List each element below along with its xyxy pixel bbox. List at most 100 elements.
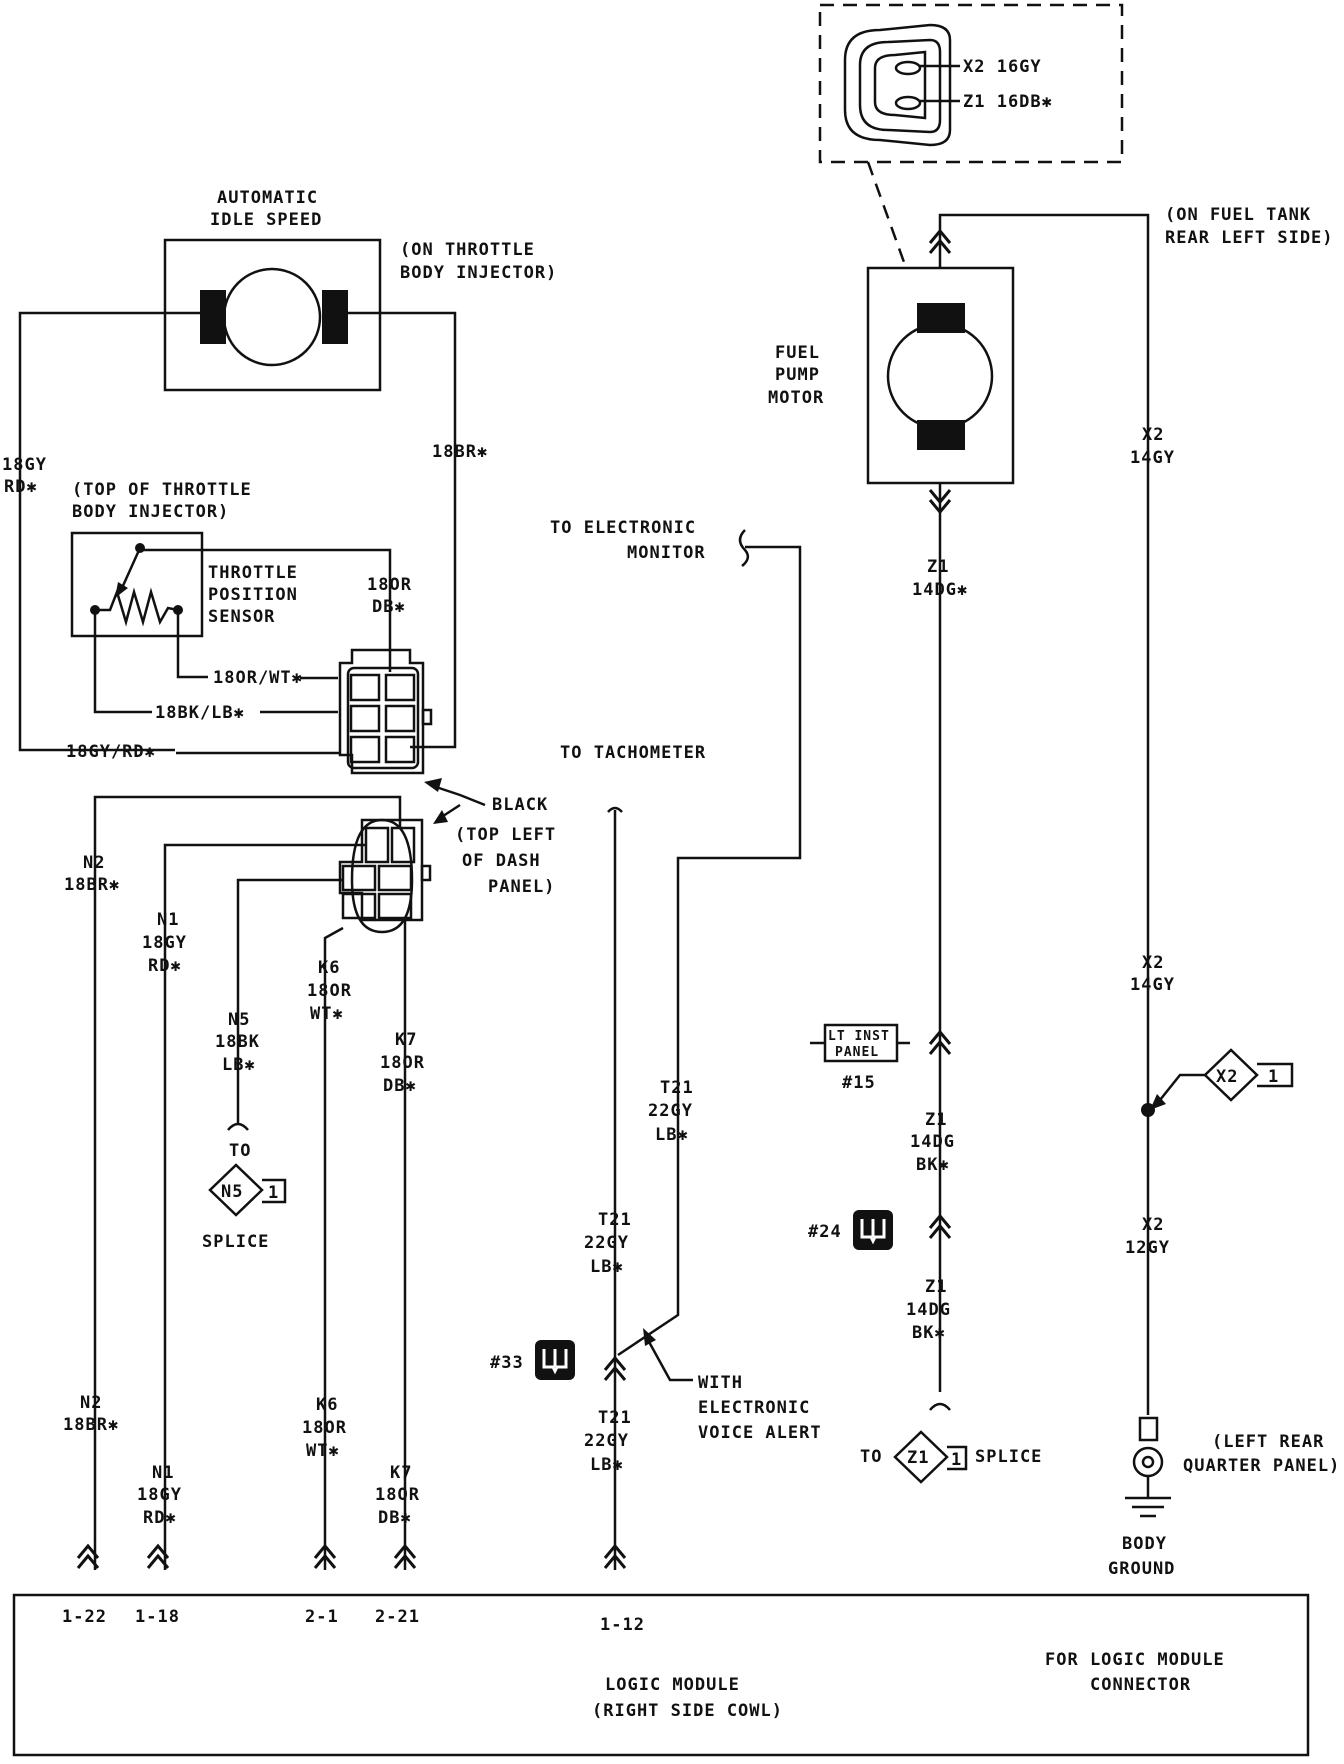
wire-label-18or: 18OR [367,575,412,595]
k7-label-a: K7 [395,1030,417,1050]
k7-lower-c: DB✱ [378,1508,412,1528]
conn-z1-label: Z1 16DB✱ [963,92,1053,112]
pin-1-12: 1-12 [600,1615,645,1635]
tps-ais-connector [338,648,433,775]
ground-label-1: BODY [1122,1534,1167,1554]
wire-18gy-rd [18,311,200,752]
pin-2-1: 2-1 [305,1607,339,1627]
conn-x2-label: X2 16GY [963,57,1042,77]
automatic-idle-speed-motor [163,238,382,392]
n5-label-b: 18BK [215,1032,260,1052]
z1-mid-b: 14DG [910,1132,955,1152]
splice-n5-label: SPLICE [202,1232,269,1252]
z1-mid-c: BK✱ [916,1155,950,1175]
k7-lower-b: 18OR [375,1485,420,1505]
body-ground [1125,1416,1171,1518]
tps-location-1: (TOP OF THROTTLE [72,480,252,500]
t21-upper-b: 22GY [648,1101,693,1121]
x2-splice-id: X2 [1216,1067,1238,1087]
t21-upper-a: T21 [660,1078,694,1098]
z1-low-a: Z1 [925,1277,947,1297]
to-z1-label: TO [860,1447,882,1467]
fpm-label-2: PUMP [775,365,820,385]
z1-low-c: BK✱ [912,1323,946,1343]
evao-3: VOICE ALERT [698,1423,822,1443]
n1-label-a: N1 [157,910,179,930]
z1-mid-a: Z1 [925,1110,947,1130]
x2-low-a: X2 [1142,1215,1164,1235]
n2-lower-a: N2 [80,1393,102,1413]
x2-low-b: 12GY [1125,1238,1170,1258]
tps-label-3: SENSOR [208,607,275,627]
pin-1-22: 1-22 [62,1607,107,1627]
wire-label-18bk-lb: 18BK/LB✱ [155,703,245,723]
tps-label-1: THROTTLE [208,563,298,583]
fpm-label-1: FUEL [775,343,820,363]
wire-to-monitor [617,545,802,1357]
black-connector [338,818,432,934]
fpm-location-1: (ON FUEL TANK [1165,205,1311,225]
splice-n5 [208,1163,287,1217]
wire-label-db: DB✱ [372,597,406,617]
to-n5-label: TO [229,1141,251,1161]
wire-label-18or-wt: 18OR/WT✱ [213,668,303,688]
n5-label-c: LB✱ [222,1055,256,1075]
z1-splice-num: 1 [951,1450,962,1470]
n2-lower-b: 18BR✱ [63,1415,119,1435]
dash-location-3: PANEL) [488,877,555,897]
ais-location-1: (ON THROTTLE [400,240,535,260]
wire-label-18gy-rd: 18GY/RD✱ [66,742,156,762]
t21-lower-c: LB✱ [590,1455,624,1475]
n1-lower-b: 18GY [137,1485,182,1505]
wire-label-18gy: 18GY [2,455,47,475]
n5-splice-num: 1 [268,1183,279,1203]
ref-15: #15 [842,1073,876,1093]
fuel-pump-connector-detail [818,3,1124,164]
n1-lower-c: RD✱ [143,1508,177,1528]
n2-label-b: 18BR✱ [64,875,120,895]
x2-mid-b: 14GY [1130,975,1175,995]
k7-label-c: DB✱ [383,1076,417,1096]
n1-label-c: RD✱ [148,956,182,976]
t21-lower-a: T21 [598,1408,632,1428]
ref-24: #24 [808,1222,842,1242]
z1-low-b: 14DG [906,1300,951,1320]
lt-inst-panel-connector [810,1023,910,1063]
logic-module-label-2: (RIGHT SIDE COWL) [592,1701,783,1721]
tps-location-2: BODY INJECTOR) [72,502,229,522]
k6-label-a: K6 [318,958,340,978]
for-logic-label-2: CONNECTOR [1090,1675,1191,1695]
z1-top-a: Z1 [927,557,949,577]
wire-label-18br: 18BR✱ [432,442,488,462]
ground-location-2: QUARTER PANEL) [1183,1456,1340,1476]
n5-label-a: N5 [228,1010,250,1030]
n1-lower-a: N1 [152,1463,174,1483]
logic-module [12,1593,1310,1757]
x2-mid-a: X2 [1142,953,1164,973]
pin-2-21: 2-21 [375,1607,420,1627]
wire-n2 [93,795,402,1570]
x2-top-b: 14GY [1130,448,1175,468]
wire-label-rd: RD✱ [4,477,38,497]
lt-inst-label-1: LT INST [828,1029,890,1044]
k6-lower-b: 18OR [302,1418,347,1438]
ais-title-2: IDLE SPEED [210,210,322,230]
wire-k6 [323,926,344,1570]
fuel-pump-motor [866,266,1015,485]
for-logic-label-1: FOR LOGIC MODULE [1045,1650,1225,1670]
ground-label-2: GROUND [1108,1559,1175,1579]
t21-mid-b: 22GY [584,1233,629,1253]
k6-lower-a: K6 [316,1395,338,1415]
ref-33: #33 [490,1353,524,1373]
k6-lower-c: WT✱ [306,1441,340,1461]
k6-label-c: WT✱ [310,1004,344,1024]
ais-location-2: BODY INJECTOR) [400,263,557,283]
wire-x2 [938,213,1150,1415]
logic-module-label-1: LOGIC MODULE [605,1675,740,1695]
tps-label-2: POSITION [208,585,298,605]
z1-top-b: 14DG✱ [912,580,968,600]
lt-inst-label-2: PANEL [835,1045,879,1060]
n1-label-b: 18GY [142,933,187,953]
wire-18or-db [138,548,392,672]
